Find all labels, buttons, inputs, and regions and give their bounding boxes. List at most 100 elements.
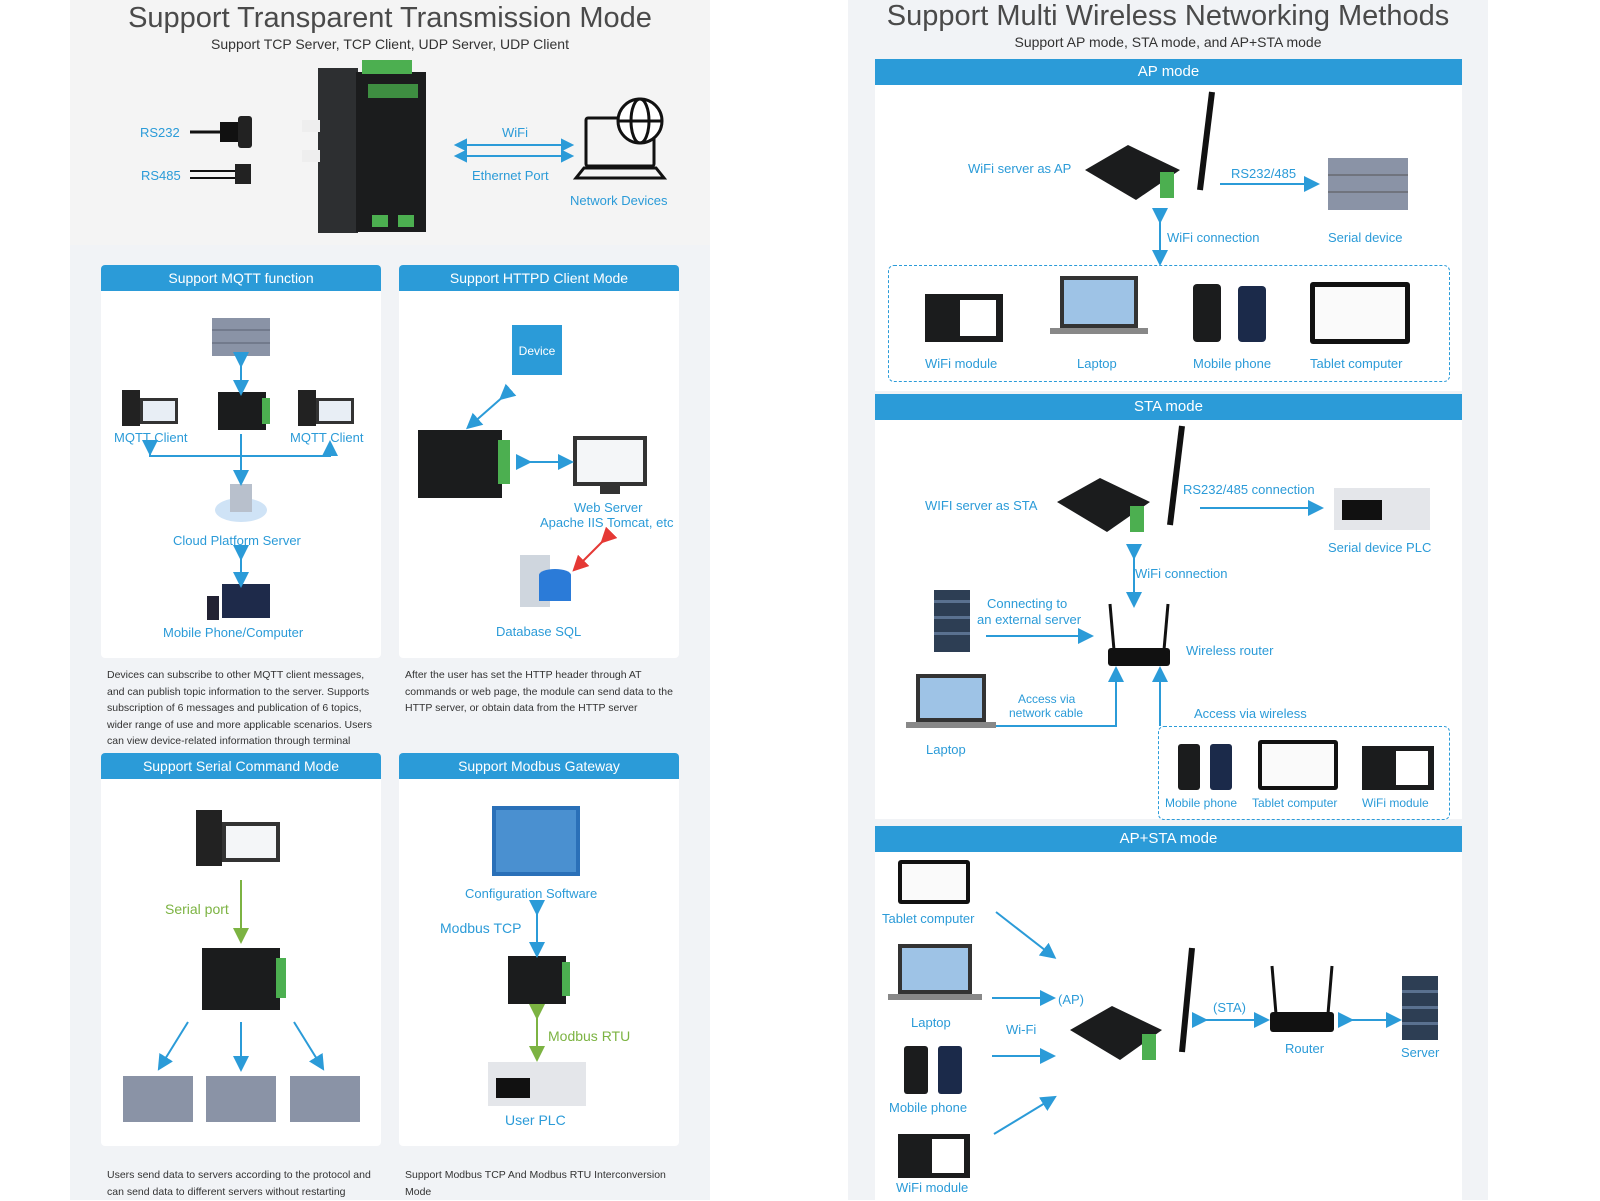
- rs485-label: RS485: [141, 168, 181, 183]
- left-subtitle: Support TCP Server, TCP Client, UDP Serv…: [211, 36, 569, 52]
- sta-wifi-module-icon: [1362, 746, 1434, 790]
- ap-mode-header: AP mode: [875, 59, 1462, 85]
- sta-server-label: WIFI server as STA: [925, 498, 1038, 513]
- serial-server-right-icon: [290, 1076, 360, 1122]
- sta-gateway-icon: [1057, 425, 1185, 532]
- serial-device-rack-icon: [1328, 158, 1408, 210]
- device-chip-label: Device: [519, 344, 556, 358]
- httpd-header: Support HTTPD Client Mode: [399, 265, 679, 291]
- database-label: Database SQL: [496, 624, 582, 639]
- mqtt-pc-left-icon: [122, 390, 178, 426]
- sta-laptop-label: Laptop: [926, 742, 966, 757]
- apsta-gateway-icon: [1070, 947, 1195, 1060]
- apsta-tablet-icon: [898, 860, 970, 904]
- wireless-router-label: Wireless router: [1186, 643, 1274, 658]
- sta-laptop-icon: [906, 674, 996, 728]
- serial-port-label: Serial port: [165, 901, 229, 917]
- rs232-connector-icon: [190, 116, 252, 148]
- sta-item-tablet: Tablet computer: [1252, 796, 1338, 810]
- ap-mobile-phone-icon: [1193, 284, 1266, 342]
- cable-label-2: network cable: [1009, 706, 1084, 720]
- config-software-label: Configuration Software: [465, 886, 598, 901]
- web-server-monitor-icon: [573, 436, 647, 494]
- ap-item-tablet: Tablet computer: [1310, 356, 1403, 371]
- ap-item-mobile-phone: Mobile phone: [1193, 356, 1272, 371]
- network-devices-label: Network Devices: [570, 193, 668, 208]
- ap-tablet-icon: [1310, 282, 1410, 344]
- ethernet-label: Ethernet Port: [472, 168, 549, 183]
- ap-server-label: WiFi server as AP: [968, 161, 1072, 176]
- network-laptop-icon: [572, 97, 668, 180]
- wireless-router-icon: [1108, 603, 1170, 666]
- web-server-label: Web Server: [574, 500, 643, 515]
- sta-tablet-icon: [1258, 740, 1338, 790]
- apsta-laptop-icon: [888, 944, 982, 1000]
- modbus-tcp-label: Modbus TCP: [440, 920, 522, 936]
- right-subtitle: Support AP mode, STA mode, and AP+STA mo…: [1014, 34, 1322, 50]
- external-server-label-1: Connecting to: [987, 596, 1068, 611]
- serial-server-left-icon: [123, 1076, 193, 1122]
- ap-laptop-icon: [1050, 276, 1148, 334]
- plc-icon: [1334, 488, 1430, 530]
- plc-label: Serial device PLC: [1328, 540, 1432, 555]
- mqtt-pc-right-icon: [298, 390, 354, 426]
- mobile-computer-label: Mobile Phone/Computer: [163, 625, 304, 640]
- serial-device-label: Serial device: [1328, 230, 1403, 245]
- gateway-device-icon: [302, 60, 426, 233]
- left-title: Support Transparent Transmission Mode: [128, 2, 652, 34]
- serial-header: Support Serial Command Mode: [101, 753, 381, 779]
- external-server-label-2: an external server: [977, 612, 1082, 627]
- apsta-router-icon: [1270, 965, 1334, 1032]
- wifi-label: WiFi: [502, 125, 528, 140]
- link-arrows: [453, 138, 575, 163]
- apsta-server-icon: [1402, 976, 1438, 1040]
- sta-rs-label: RS232/485 connection: [1183, 482, 1315, 497]
- serial-device-icon: [202, 948, 286, 1010]
- config-software-screen-icon: [492, 806, 580, 876]
- right-title: Support Multi Wireless Networking Method…: [886, 0, 1450, 32]
- httpd-device-icon: [418, 430, 510, 498]
- cloud-label: Cloud Platform Server: [173, 533, 301, 548]
- mqtt-server-icon: [212, 318, 270, 356]
- ap-clients-box: [888, 265, 1450, 382]
- modbus-description: Support Modbus TCP And Modbus RTU Interc…: [405, 1169, 666, 1198]
- sta-wifi-connection-label: WiFi connection: [1135, 566, 1228, 581]
- apsta-mobile-label: Mobile phone: [889, 1100, 968, 1115]
- sta-mode-header: STA mode: [875, 394, 1462, 420]
- apsta-mode-header: AP+STA mode: [875, 826, 1462, 852]
- user-plc-label: User PLC: [505, 1112, 566, 1128]
- apsta-wifi-label: Wi-Fi: [1006, 1022, 1037, 1037]
- mqtt-device-icon: [218, 392, 270, 430]
- access-wireless-label: Access via wireless: [1194, 706, 1307, 721]
- serial-pc-icon: [196, 810, 280, 866]
- sta-wireless-box: [1158, 726, 1450, 820]
- sta-mobile-icon: [1178, 744, 1232, 790]
- apsta-wifi-module-label: WiFi module: [896, 1180, 969, 1195]
- apsta-ap-label: (AP): [1058, 992, 1084, 1007]
- ap-wifi-module-icon: [925, 294, 1003, 342]
- apsta-wifi-module-icon: [898, 1134, 970, 1178]
- cable-label-1: Access via: [1018, 692, 1076, 706]
- ap-item-wifi-module: WiFi module: [925, 356, 998, 371]
- external-server-icon: [934, 590, 970, 652]
- serial-server-center-icon: [206, 1076, 276, 1122]
- mqtt-description: Devices can subscribe to other MQTT clie…: [107, 669, 372, 747]
- modbus-device-icon: [508, 956, 570, 1004]
- ap-gateway-icon: [1085, 91, 1215, 200]
- ap-rs-label: RS232/485: [1231, 166, 1297, 181]
- cloud-server-icon: [215, 484, 267, 522]
- database-icon: [520, 555, 571, 607]
- web-server-sub-label: Apache IIS Tomcat, etc: [540, 515, 674, 530]
- modbus-header: Support Modbus Gateway: [399, 753, 679, 779]
- modbus-rtu-label: Modbus RTU: [548, 1028, 631, 1044]
- mobile-computer-icon: [207, 584, 270, 620]
- mqtt-header: Support MQTT function: [101, 265, 381, 291]
- apsta-mobile-icon: [904, 1046, 962, 1094]
- serial-description: Users send data to servers according to …: [107, 1169, 371, 1198]
- apsta-sta-label: (STA): [1213, 1000, 1246, 1015]
- apsta-laptop-label: Laptop: [911, 1015, 951, 1030]
- apsta-router-label: Router: [1285, 1041, 1325, 1056]
